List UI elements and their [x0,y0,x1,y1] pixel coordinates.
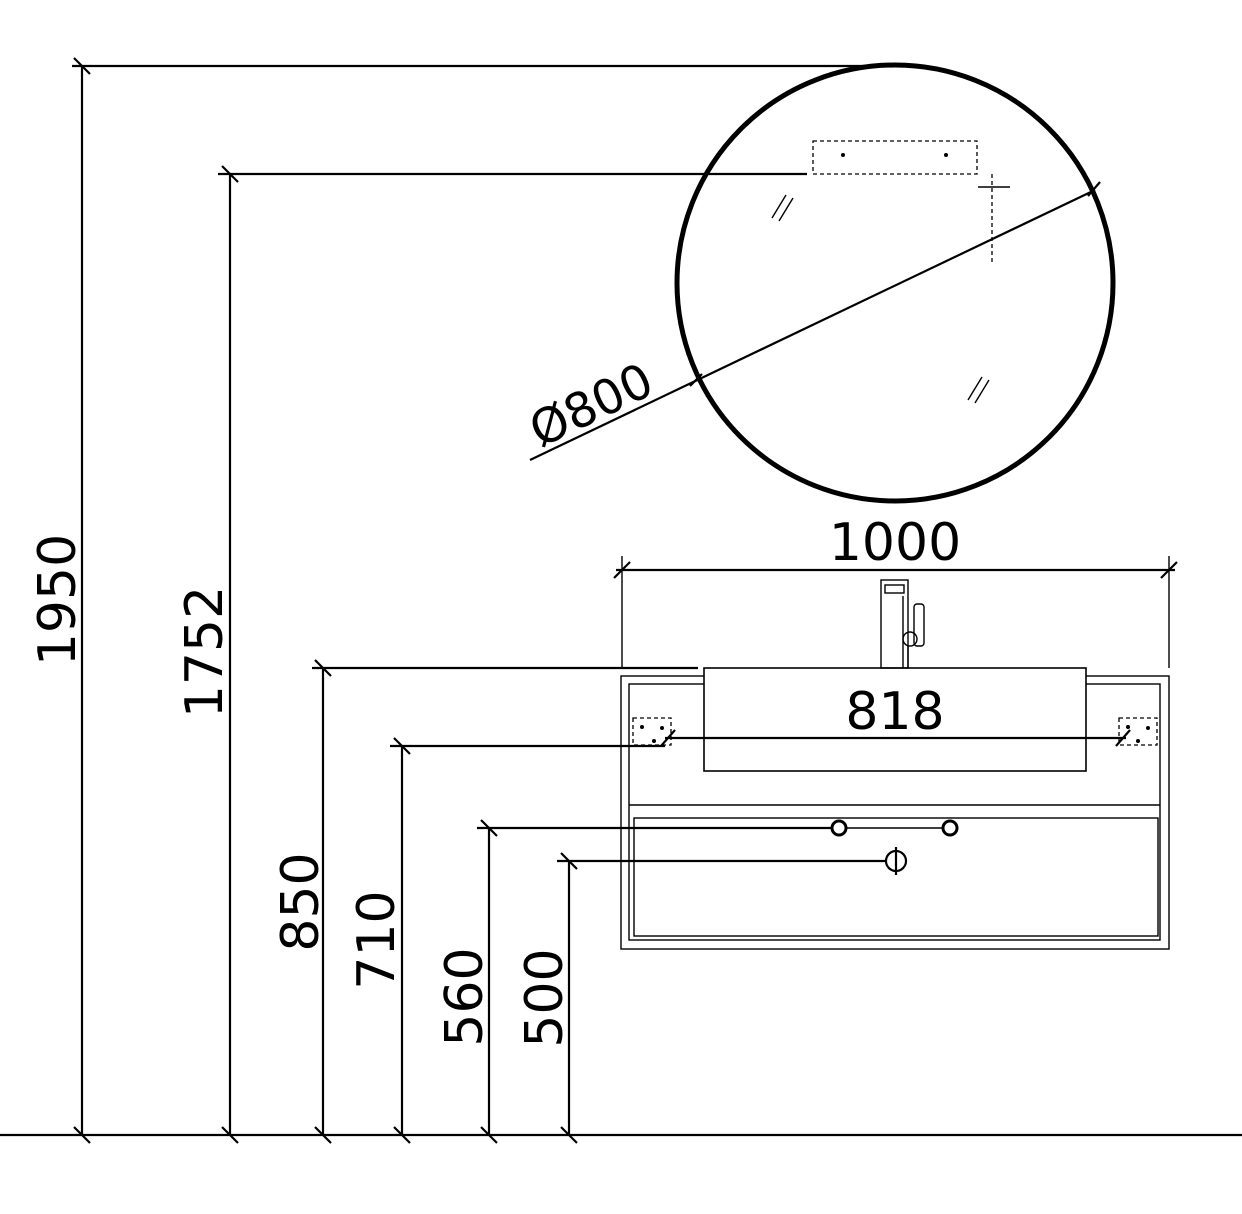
dim-710-label: 710 [347,890,407,989]
cabinet-drawer [633,817,1159,937]
diameter-line [529,189,1096,461]
wash-basin [703,667,1087,772]
dim-560-label: 560 [435,947,495,1046]
wall-bracket-right [1118,717,1158,746]
water-inlet-right [941,819,959,837]
dim-1752-label: 1752 [175,586,235,718]
bracket-screw-left [841,153,845,157]
mount-spacing-dimension [660,729,1131,747]
basin-width-dimension [613,556,1178,668]
dim-500-label: 500 [515,948,575,1047]
dim-560 [477,819,832,1144]
mount-spacing-label: 818 [845,682,944,742]
dim-1752 [218,165,807,1144]
faucet [880,579,925,669]
mirror-light-bracket [812,140,978,175]
mirror-outline [674,62,1116,504]
dim-850 [312,659,698,1144]
dim-850-label: 850 [271,852,331,951]
glass-reflection-marks [771,194,990,404]
dim-1950-label: 1950 [28,534,88,666]
round-mirror [529,62,1116,504]
dim-500 [557,852,886,1144]
water-inlet-left [830,819,848,837]
mirror-diameter-label: Ø800 [521,352,662,458]
dim-1950 [72,57,895,1144]
basin-width-label: 1000 [829,513,961,573]
dim-710 [390,737,665,1144]
bracket-screw-right [944,153,948,157]
